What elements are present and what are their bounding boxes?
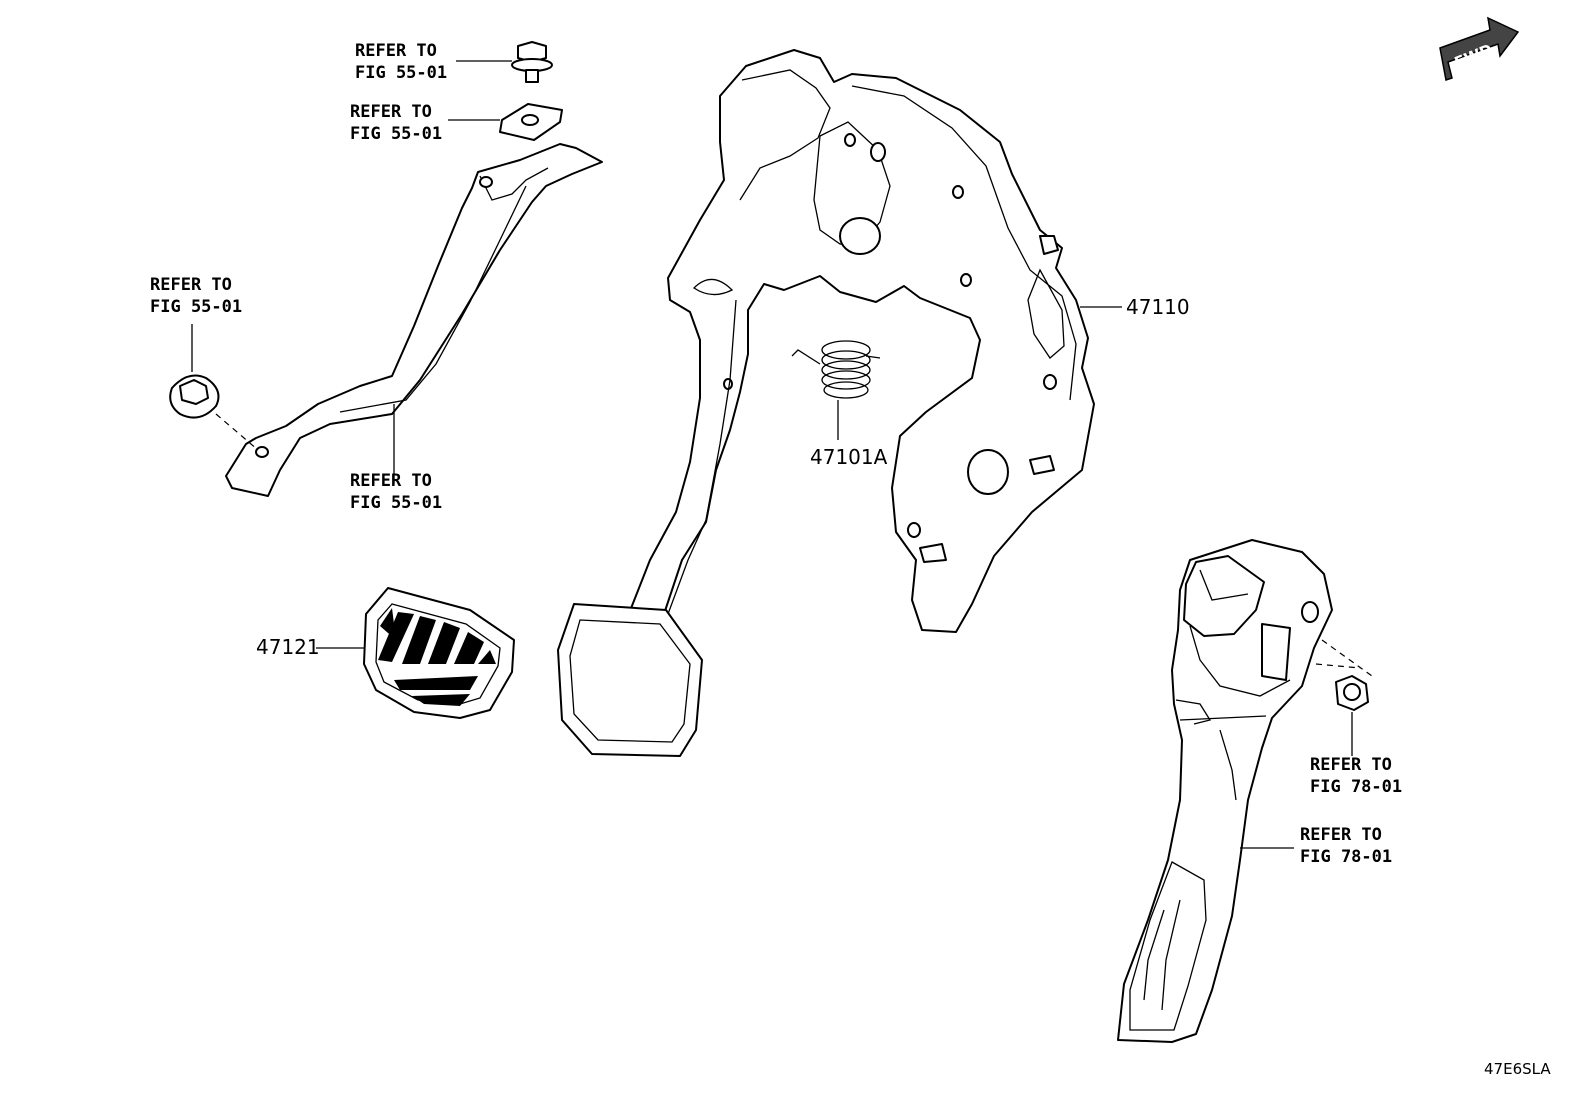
label-refer-bolt-top-2: FIG 55-01: [355, 63, 447, 83]
label-refer-bolt-top-1: REFER TO: [355, 41, 437, 61]
fwd-arrow-icon: FWD: [1439, 16, 1520, 81]
label-refer-bracket-2: FIG 55-01: [350, 493, 442, 513]
pedal-support-assembly-icon: [557, 49, 1122, 757]
drawing-code: 47E6SLA: [1484, 1060, 1551, 1078]
pedal-pad-icon: [316, 587, 515, 719]
left-bolt-icon: [169, 324, 259, 451]
pedal-bracket-icon: [225, 143, 603, 497]
clip-nut-icon: [448, 103, 563, 141]
label-refer-bolt-left-1: REFER TO: [150, 275, 232, 295]
accelerator-pedal-icon: [1117, 539, 1373, 1043]
label-refer-nut-top-2: FIG 55-01: [350, 124, 442, 144]
label-refer-accel-pedal-2: FIG 78-01: [1300, 847, 1392, 867]
part-number-47121: 47121: [256, 635, 320, 659]
label-refer-accel-nut-2: FIG 78-01: [1310, 777, 1402, 797]
label-refer-nut-top-1: REFER TO: [350, 102, 432, 122]
label-refer-bracket-1: REFER TO: [350, 471, 432, 491]
part-number-47110: 47110: [1126, 295, 1190, 319]
part-number-47101a: 47101A: [810, 445, 888, 469]
label-refer-bolt-left-2: FIG 55-01: [150, 297, 242, 317]
accel-nut-icon: [1335, 675, 1369, 756]
label-refer-accel-nut-1: REFER TO: [1310, 755, 1392, 775]
top-bolt-icon: [456, 41, 553, 83]
return-spring-icon: [791, 340, 881, 440]
label-refer-accel-pedal-1: REFER TO: [1300, 825, 1382, 845]
